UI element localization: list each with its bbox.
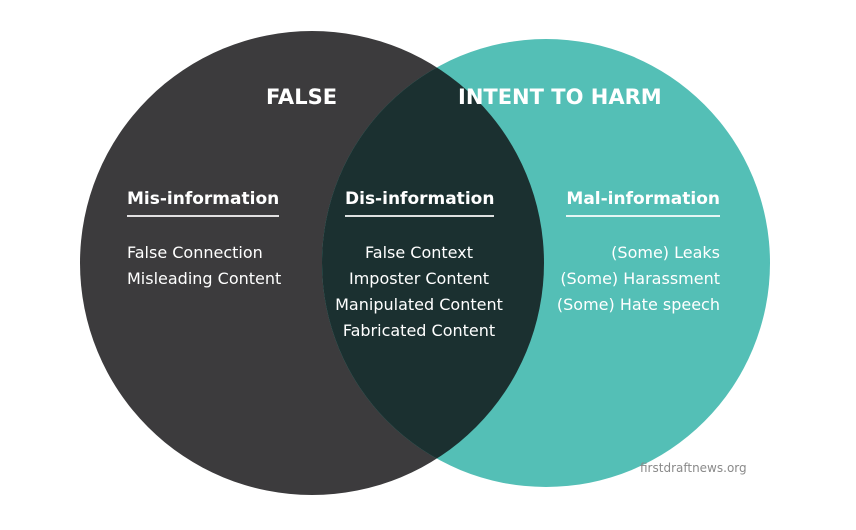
mal-information-heading: Mal-information (566, 189, 720, 217)
dis-information-heading: Dis-information (345, 189, 495, 217)
overlap-region (322, 39, 544, 487)
mis-information-heading: Mis-information (127, 189, 280, 217)
list-item: Misleading Content (127, 269, 282, 288)
list-item: Manipulated Content (335, 295, 503, 314)
list-item: (Some) Hate speech (556, 295, 720, 314)
list-item: False Context (365, 243, 473, 262)
list-item: (Some) Leaks (611, 243, 720, 262)
list-item: (Some) Harassment (560, 269, 720, 288)
intent-to-harm-set-title: INTENT TO HARM (458, 85, 662, 109)
list-item: Imposter Content (349, 269, 489, 288)
list-item: Fabricated Content (342, 321, 496, 340)
list-item: False Connection (127, 243, 263, 262)
mal-information-list: (Some) Leaks (Some) Harassment (Some) Hate… (557, 240, 720, 318)
false-set-title: FALSE (266, 85, 338, 109)
source-credit: firstdraftnews.org (640, 461, 747, 475)
